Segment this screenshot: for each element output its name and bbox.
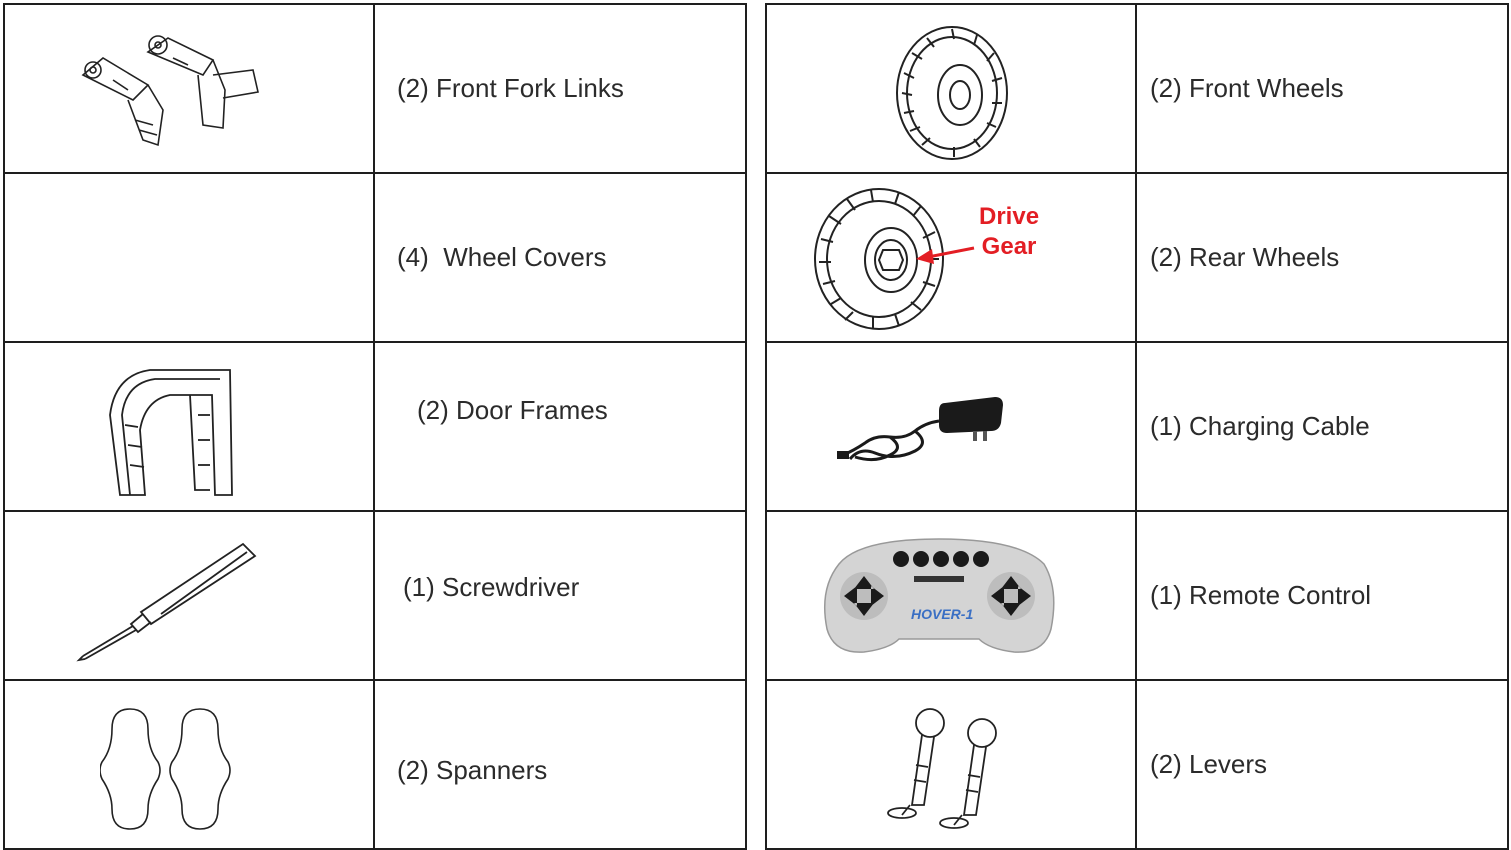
remote-brand-text: HOVER-1 [911,606,973,622]
remote-control-image-cell: HOVER-1 [767,512,1137,679]
table-row: (2) Front Wheels [767,5,1507,174]
table-row: (1) Charging Cable [767,343,1507,512]
table-row: Drive Gear (2) Rear Wheels [767,174,1507,343]
wheel-covers-image-cell [5,174,375,341]
table-row: (2) Spanners [5,681,745,850]
annotation-line1: Drive [979,203,1040,230]
part-label: (1) Remote Control [1150,580,1372,610]
part-label: (1) Charging Cable [1150,411,1370,441]
charging-cable-icon [837,397,1003,462]
table-row: HOVER-1 (1) Remote Control [767,512,1507,681]
door-frames-icon [109,369,233,496]
table-row: (4) Wheel Covers [5,174,745,343]
parts-table-right: (2) Front Wheels Drive Gear [765,3,1509,850]
front-wheel-image-cell [767,5,1137,172]
levers-icon [887,708,997,829]
screwdriver-image-cell [5,512,375,679]
table-row: (2) Levers [767,681,1507,850]
part-label: (2) Front Fork Links [397,73,624,103]
charging-cable-image-cell [767,343,1137,510]
spanners-icon [100,708,231,830]
parts-table-left: (2) Front Fork Links (4) Wheel Covers (2… [3,3,747,850]
table-row: (1) Screwdriver [5,512,745,681]
screwdriver-icon [76,542,257,662]
remote-control-icon: HOVER-1 [824,538,1055,653]
part-label: (2) Levers [1150,749,1268,779]
front-fork-links-image-cell [5,5,375,172]
part-label: (1) Screwdriver [403,572,580,602]
drive-gear-annotation: Drive Gear [979,202,1039,262]
rear-wheel-icon [814,188,944,330]
part-label: (4) Wheel Covers [397,242,607,272]
part-label: (2) Door Frames [417,395,608,425]
spanners-image-cell [5,681,375,850]
front-fork-links-icon [81,35,259,147]
annotation-line2: Gear [981,233,1037,260]
levers-image-cell [767,681,1137,850]
arrow-icon [916,246,975,264]
part-label: (2) Front Wheels [1150,73,1344,103]
part-label: (2) Rear Wheels [1150,242,1340,272]
rear-wheel-image-cell: Drive Gear [767,174,1137,341]
part-label: (2) Spanners [397,755,548,785]
table-row: (2) Door Frames [5,343,745,512]
front-wheel-icon [896,26,1008,160]
door-frames-image-cell [5,343,375,510]
table-row: (2) Front Fork Links [5,5,745,174]
